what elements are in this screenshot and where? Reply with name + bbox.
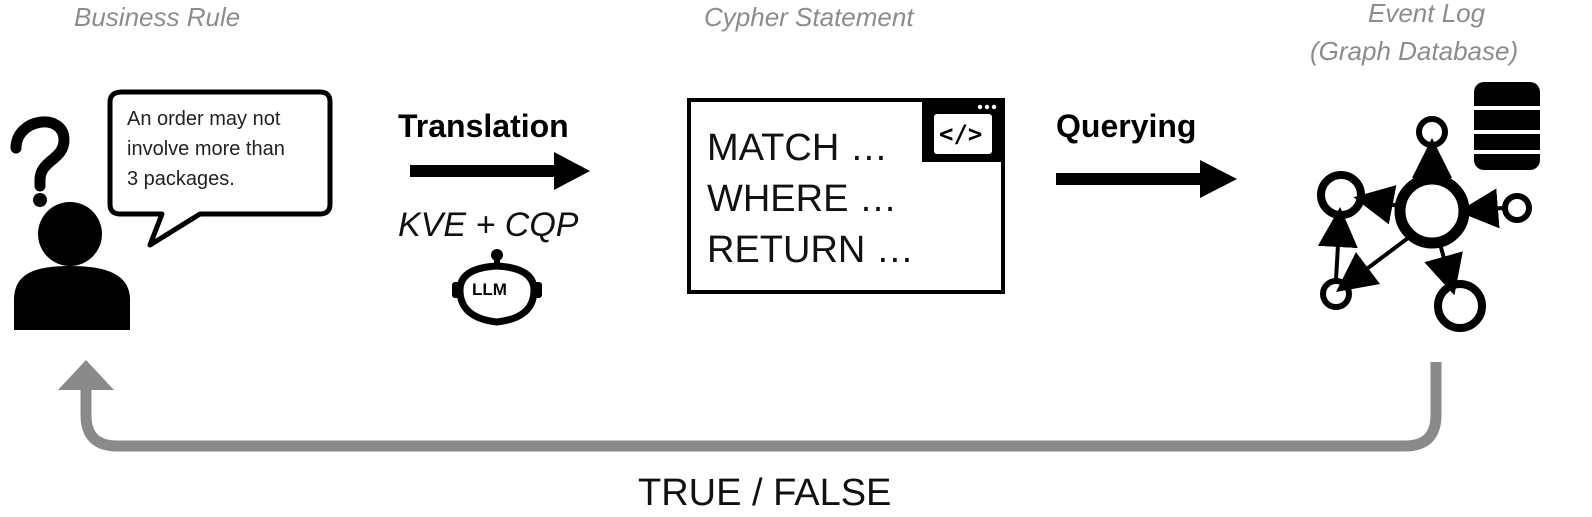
translation-arrow — [410, 152, 590, 190]
feedback-arrow — [58, 360, 1442, 452]
result-label: TRUE / FALSE — [638, 472, 892, 514]
business-rule-text: An order may not involve more than 3 pac… — [127, 108, 285, 190]
code-window-icon — [687, 98, 1005, 294]
database-icon — [1474, 82, 1540, 170]
querying-arrow — [1056, 160, 1237, 198]
llm-badge-text: LLM — [472, 280, 507, 299]
cypher-line-where: WHERE … — [707, 178, 897, 220]
graph-network-icon — [1317, 116, 1532, 332]
cypher-statement-caption: Cypher Statement — [704, 2, 914, 32]
graph-database-caption: (Graph Database) — [1310, 36, 1519, 66]
translation-label: Translation — [398, 108, 569, 144]
person-question-icon — [10, 116, 130, 330]
cypher-line-match: MATCH … — [707, 127, 888, 169]
event-log-caption: Event Log — [1368, 0, 1486, 28]
translation-method: KVE + CQP — [398, 206, 579, 244]
cypher-line-return: RETURN … — [707, 229, 914, 271]
querying-label: Querying — [1056, 108, 1197, 144]
business-rule-caption: Business Rule — [74, 2, 241, 32]
code-icon-text: </> — [939, 120, 983, 148]
robot-llm-icon — [452, 249, 542, 326]
speech-bubble — [107, 89, 333, 248]
